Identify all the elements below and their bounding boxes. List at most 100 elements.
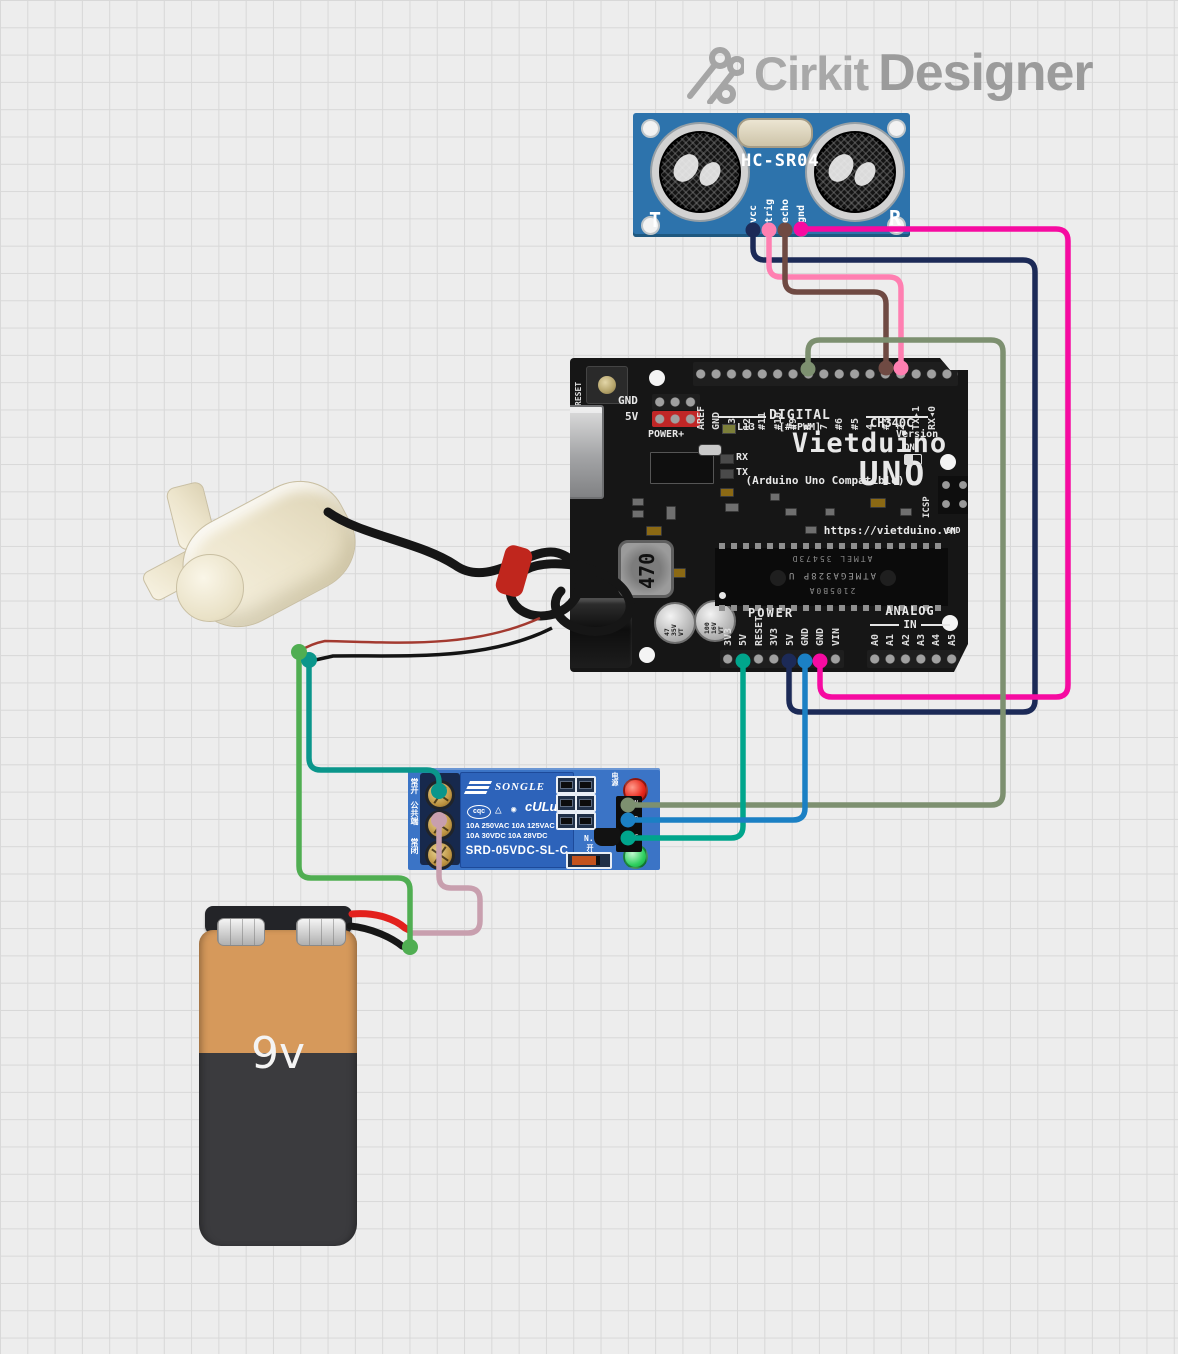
switch-led-label: 开关 xyxy=(586,844,594,858)
pin-label-aref: AREF xyxy=(696,405,707,430)
soic-ic xyxy=(650,452,714,484)
transistor xyxy=(594,828,620,846)
pin-label-trig: trig xyxy=(764,198,775,223)
battery-terminal xyxy=(296,918,346,946)
pin-label-gnd2: GND xyxy=(815,627,826,646)
terminal-screw-nc[interactable] xyxy=(425,840,455,870)
pin-label-in: IN xyxy=(630,799,639,807)
relay-model: SRD-05VDC-SL-C xyxy=(465,845,569,857)
pin-pad-vcc[interactable] xyxy=(747,224,760,237)
pin-label-5vb: 5V xyxy=(785,633,796,646)
mcu-marking: ATMEGA328P U xyxy=(786,570,877,580)
ultrasonic-receiver xyxy=(807,124,903,220)
pin-label-3v3b: 3V3 xyxy=(769,627,780,646)
pin-label-3v3: 3V3 xyxy=(723,627,734,646)
smd-resistor xyxy=(556,812,577,830)
pin-pad-trig[interactable] xyxy=(763,224,776,237)
mcu-marking: 2105B0A xyxy=(807,586,856,595)
battery-terminal xyxy=(217,918,265,946)
arduino-uno-board[interactable]: RESET GND 5V POWER+ AREF GND 13 12 #11 #… xyxy=(570,358,968,672)
analog-header[interactable] xyxy=(867,650,960,668)
on-label: ON xyxy=(904,443,915,453)
relay-brand: SONGLE xyxy=(495,781,546,793)
pin-pad-gnd[interactable] xyxy=(795,224,808,237)
pin-label-gnd: GND xyxy=(711,411,722,430)
l13-led xyxy=(722,424,736,434)
water-pump[interactable] xyxy=(140,463,380,680)
terminal-label-no: 常开 xyxy=(410,778,419,794)
brand-name-regular: Cirkit xyxy=(754,46,869,100)
dc-barrel-jack xyxy=(570,598,632,668)
wire-sensor-trig-to-arduino-d2[interactable] xyxy=(766,227,904,369)
power-header[interactable] xyxy=(720,650,844,668)
smd-resistor xyxy=(575,776,596,794)
pin-label-vin: VIN xyxy=(831,627,842,646)
wire-pump-to-battery-neg[interactable] xyxy=(296,649,413,949)
mounting-hole xyxy=(639,647,655,663)
terminal-screw-com[interactable] xyxy=(425,810,455,840)
usb-b-connector xyxy=(570,405,604,499)
battery-lead-red xyxy=(348,910,413,934)
mounting-hole xyxy=(649,370,665,386)
icsp-label: ICSP xyxy=(922,496,932,518)
mcu-marking: ATMEL 35473D xyxy=(790,554,873,563)
mounting-hole xyxy=(641,216,660,235)
terminal-screw-no[interactable] xyxy=(425,780,455,810)
pin-label-vcc: VCC xyxy=(626,833,639,841)
pin-label-a2: A2 xyxy=(901,633,912,646)
brand-name-bold: Designer xyxy=(878,44,1094,102)
control-pin-header[interactable]: IN GND VCC xyxy=(616,796,642,852)
power-select-header-top[interactable] xyxy=(652,394,700,410)
power-led xyxy=(904,454,922,465)
capacitor-47uf: 47 35V VT xyxy=(654,602,696,644)
logo-pins-icon xyxy=(687,47,744,104)
vendor-url: https://vietduino.vn xyxy=(823,524,957,537)
sensor-model-label: HC-SR04 xyxy=(741,151,820,171)
pin-label-echo: echo xyxy=(780,198,791,223)
crystal xyxy=(698,444,722,456)
diode xyxy=(566,852,612,869)
smd-resistor xyxy=(556,794,577,812)
hc-sr04-sensor[interactable]: HC-SR04 vcc trig echo gnd T R xyxy=(633,113,910,237)
relay-module[interactable]: 常开 公共端 常闭 SONGLE cqc △ ◉ cULus 8 10A 250… xyxy=(408,768,660,870)
5v-label: 5V xyxy=(625,410,639,423)
transistor-label: N. xyxy=(584,834,594,843)
rx-led xyxy=(720,454,734,464)
mounting-hole xyxy=(887,119,906,138)
digital-header[interactable] xyxy=(693,362,958,386)
icsp-header[interactable] xyxy=(938,476,968,514)
battery-9v[interactable]: 9v xyxy=(199,906,357,1246)
songle-flag-icon xyxy=(463,781,493,794)
battery-voltage-label: 9v xyxy=(250,1028,306,1079)
wire-sensor-echo-to-arduino-d3[interactable] xyxy=(782,227,889,369)
ultrasonic-transmitter xyxy=(652,124,748,220)
l13-label: L13 xyxy=(737,422,756,433)
pump-front-cap xyxy=(176,554,244,622)
rx-label: RX xyxy=(736,452,749,463)
battery-body: 9v xyxy=(199,930,357,1246)
smd-resistor xyxy=(575,794,596,812)
cqc-mark: cqc xyxy=(467,805,491,819)
relay-rating-line2: 10A 30VDC 10A 28VDC xyxy=(466,831,548,840)
pin-label-rx0: RX◂0 xyxy=(927,405,938,430)
terminal-label-nc: 常闭 xyxy=(410,838,419,854)
pin-label-5v: 5V xyxy=(738,633,749,646)
relay-rating-line1: 10A 250VAC 10A 125VAC xyxy=(466,821,555,830)
cable-tie-band xyxy=(495,545,533,597)
pin-label-vcc: vcc xyxy=(748,204,759,223)
pin-pad-echo[interactable] xyxy=(779,224,792,237)
power-select-header-bottom[interactable] xyxy=(652,411,700,427)
mounting-hole xyxy=(641,119,660,138)
cirkit-designer-logo: Cirkit Designer xyxy=(682,42,1094,104)
battery-lead-black xyxy=(346,922,412,952)
inductor-470: 470 xyxy=(618,540,674,598)
pin-label-gnd: gnd xyxy=(796,204,807,223)
circle-mark: ◉ xyxy=(511,805,517,815)
digital-label: DIGITAL xyxy=(769,408,831,423)
screw-terminal-block[interactable] xyxy=(420,773,460,870)
pin-label-gnd: GND xyxy=(626,815,639,823)
triangle-mark: △ xyxy=(495,803,502,816)
pin-label-a0: A0 xyxy=(870,633,881,646)
tx-label: TX xyxy=(736,467,749,478)
